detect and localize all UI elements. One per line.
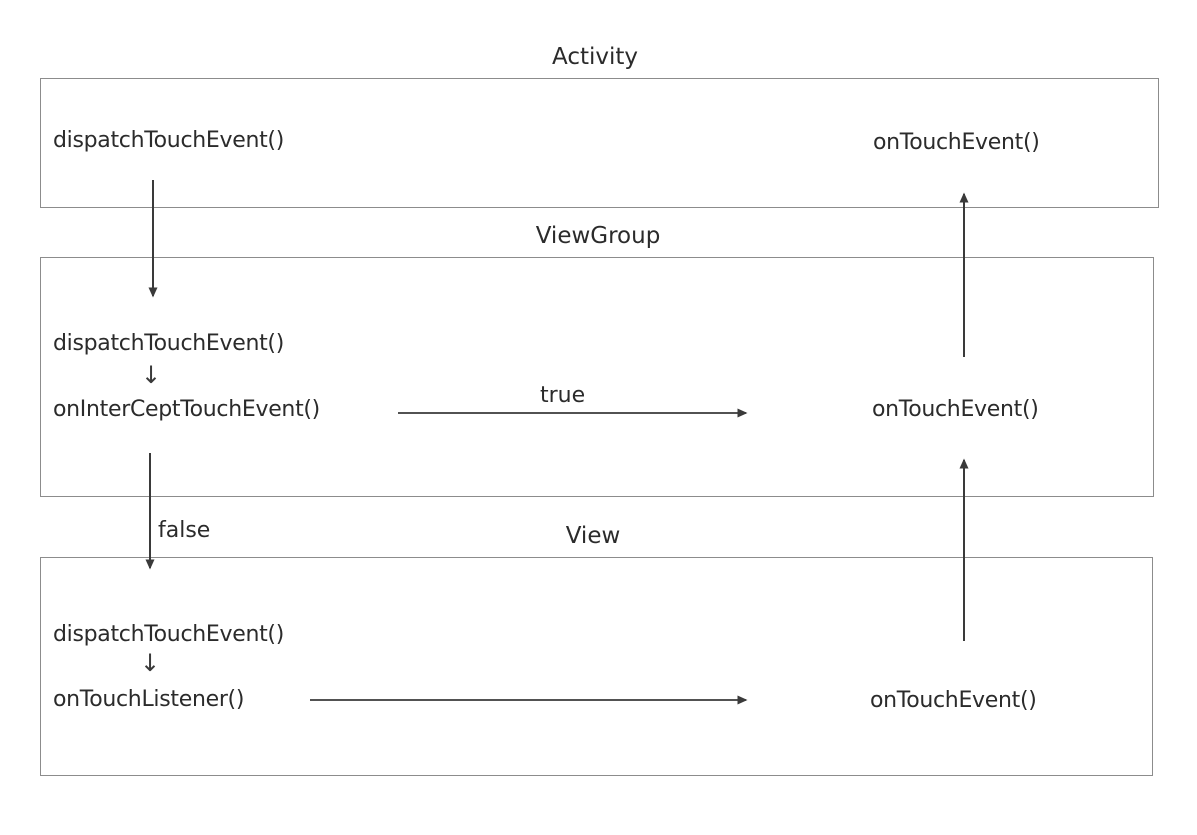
viewgroup-dispatch-touch-event-label: dispatchTouchEvent() (53, 331, 284, 356)
activity-on-touch-event-label: onTouchEvent() (873, 130, 1040, 155)
view-on-touch-listener-label: onTouchListener() (53, 687, 245, 712)
view-layer-title: View (565, 523, 621, 549)
viewgroup-on-touch-event-label: onTouchEvent() (872, 397, 1039, 422)
viewgroup-on-intercept-touch-event-label: onInterCeptTouchEvent() (53, 397, 320, 422)
view-on-touch-event-label: onTouchEvent() (870, 688, 1037, 713)
true-edge-label: true (540, 383, 586, 408)
false-edge-label: false (158, 518, 211, 543)
activity-layer-title: Activity (551, 44, 639, 70)
view-dispatch-touch-event-label: dispatchTouchEvent() (53, 622, 284, 647)
down-arrow-icon: ↓ (141, 361, 162, 389)
activity-dispatch-touch-event-label: dispatchTouchEvent() (53, 128, 284, 153)
activity-box (40, 78, 1159, 208)
viewgroup-box (40, 257, 1154, 497)
view-box (40, 557, 1153, 776)
down-arrow-icon: ↓ (140, 649, 161, 677)
viewgroup-layer-title: ViewGroup (535, 223, 661, 249)
